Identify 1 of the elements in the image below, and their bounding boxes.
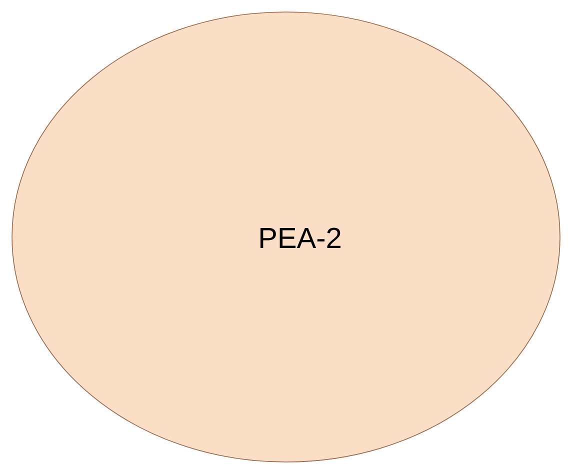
ellipse-node: PEA-2 xyxy=(12,12,560,462)
